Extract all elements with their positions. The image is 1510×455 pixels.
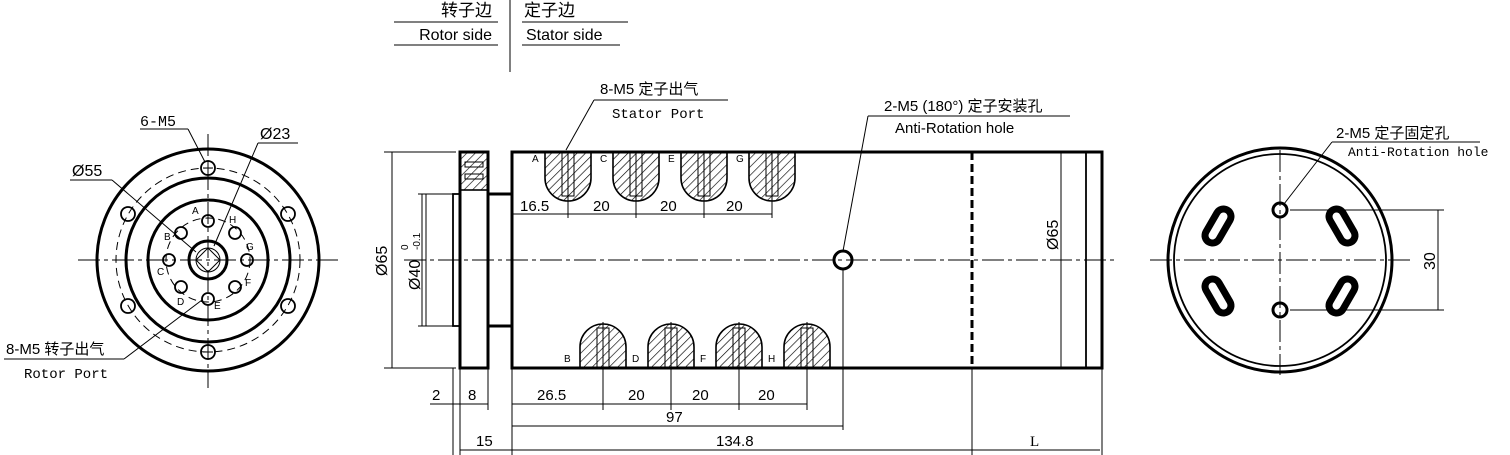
top-port-sections xyxy=(544,151,796,202)
svg-text:H: H xyxy=(768,354,775,365)
svg-text:C: C xyxy=(600,154,607,165)
dim-dia65-body: Ø65 xyxy=(1045,220,1062,250)
anti-rotation-side-cn: 2-M5 (180°) 定子安装孔 xyxy=(884,98,1043,115)
dim-bottom-20-c: 20 xyxy=(758,387,775,404)
dim-dia40-upper-tol: 0 xyxy=(400,244,411,250)
rotor-port-cn: 8-M5 转子出气 xyxy=(6,341,104,358)
dim-2: 2 xyxy=(432,387,440,404)
rotor-side-en: Rotor side xyxy=(419,27,492,44)
svg-text:A: A xyxy=(192,206,199,217)
svg-text:F: F xyxy=(700,354,706,365)
anti-rotation-holes xyxy=(1271,201,1289,319)
svg-text:F: F xyxy=(245,278,251,289)
end-view: 30 2-M5 定子固定孔 Anti-Rotation hole xyxy=(1150,125,1488,375)
dim-top-20-b: 20 xyxy=(660,198,677,215)
svg-text:G: G xyxy=(736,154,744,165)
stator-side-en: Stator side xyxy=(526,27,603,44)
rotor-side-cn: 转子边 xyxy=(441,1,492,20)
svg-text:C: C xyxy=(157,267,164,278)
front-port-letters: A B C D E F G H xyxy=(157,206,254,312)
stator-port-cn: 8-M5 定子出气 xyxy=(600,81,698,98)
stator-side-cn: 定子边 xyxy=(524,1,575,20)
dim-bottom-20-b: 20 xyxy=(692,387,709,404)
side-view: A C E G B D F H 8-M5 定子 xyxy=(374,81,1118,455)
dim-L: L xyxy=(1030,434,1039,450)
rotor-port-en: Rotor Port xyxy=(24,367,108,383)
dim-top-16-5: 16.5 xyxy=(520,198,549,215)
mounting-holes xyxy=(120,160,296,360)
dim-top-20-a: 20 xyxy=(593,198,610,215)
front-view: A B C D E F G H 6-M5 Ø23 Ø55 8-M5 转子出气 R… xyxy=(4,114,340,388)
svg-text:D: D xyxy=(177,297,184,308)
svg-text:A: A xyxy=(532,154,539,165)
bottom-port-letters: B D F H xyxy=(564,354,775,365)
svg-text:B: B xyxy=(564,354,571,365)
label-6-m5: 6-M5 xyxy=(140,114,176,131)
svg-text:E: E xyxy=(214,301,221,312)
dim-dia40: Ø40 xyxy=(407,260,424,290)
dim-15: 15 xyxy=(476,433,493,450)
dim-8: 8 xyxy=(468,387,476,404)
svg-text:G: G xyxy=(246,242,254,253)
dim-bottom-20-a: 20 xyxy=(628,387,645,404)
svg-text:D: D xyxy=(632,354,639,365)
anti-rotation-right-cn: 2-M5 定子固定孔 xyxy=(1336,125,1449,142)
svg-text:H: H xyxy=(229,215,236,226)
side-header: 转子边 Rotor side 定子边 Stator side xyxy=(394,0,628,72)
svg-text:B: B xyxy=(164,232,171,243)
top-port-letters: A C E G xyxy=(532,154,744,165)
svg-text:E: E xyxy=(668,154,675,165)
dim-dia65-left: Ø65 xyxy=(374,246,391,276)
dim-top-20-c: 20 xyxy=(726,198,743,215)
label-dia55: Ø55 xyxy=(72,163,102,180)
dim-134-8: 134.8 xyxy=(716,433,754,450)
label-dia23: Ø23 xyxy=(260,126,290,143)
anti-rotation-right-en: Anti-Rotation hole xyxy=(1348,145,1488,160)
slot-ports xyxy=(1201,205,1359,317)
anti-rotation-side-en: Anti-Rotation hole xyxy=(895,120,1014,137)
rotor-port-holes xyxy=(162,214,254,306)
dim-30: 30 xyxy=(1422,252,1439,270)
dim-bottom-26-5: 26.5 xyxy=(537,387,566,404)
dim-97: 97 xyxy=(666,409,683,426)
stator-port-en: Stator Port xyxy=(612,107,704,123)
dim-dia40-lower-tol: -0.1 xyxy=(412,232,423,250)
